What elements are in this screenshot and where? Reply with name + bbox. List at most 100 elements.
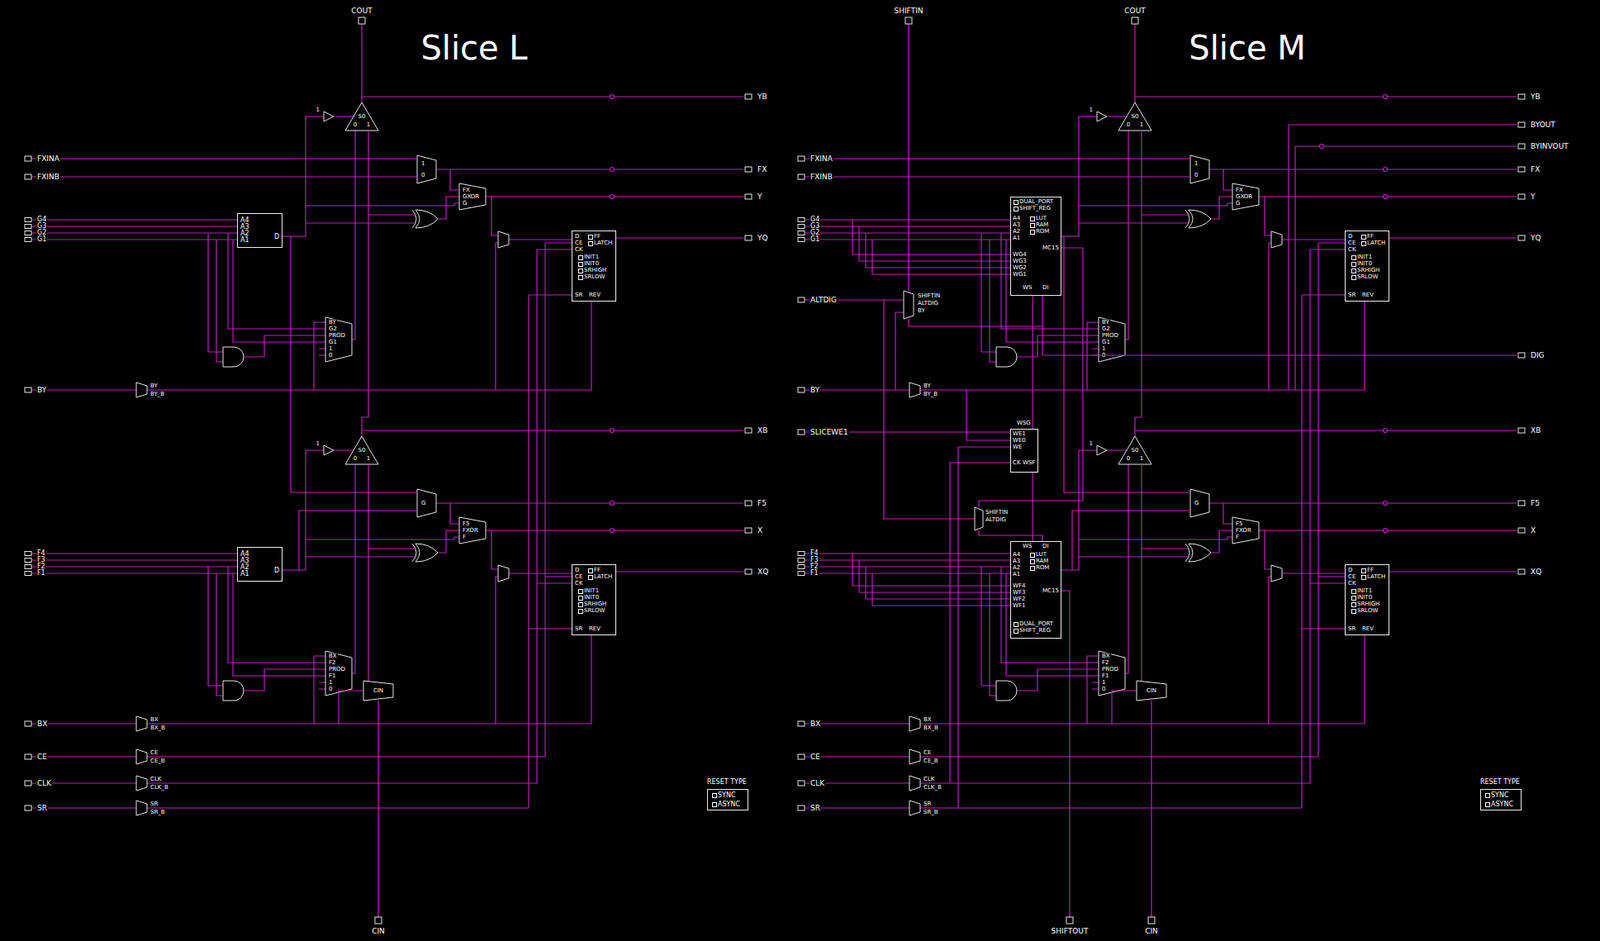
signal-label: 1 [420, 161, 426, 167]
schematic-art [1319, 144, 1325, 149]
pin-label: DUAL_PORT [1019, 621, 1054, 627]
pin-label: MC15 [1042, 245, 1059, 252]
pin-label: SR [1348, 292, 1356, 299]
schematic-art [1518, 122, 1525, 128]
pin-label: A2 [1012, 564, 1021, 571]
signal-label: 0 [1101, 352, 1107, 359]
signal-label: 1 [327, 679, 333, 686]
pin-label: A3 [240, 557, 250, 565]
schematic-art [1061, 124, 1517, 917]
pin-label: CE [1348, 574, 1356, 580]
pin-label: WF3 [1012, 589, 1026, 596]
schematic-art [1066, 916, 1073, 924]
schematic-art [24, 94, 752, 398]
pass-marker [1319, 144, 1325, 149]
signal-label: Y [756, 193, 764, 201]
schematic-art [24, 17, 546, 924]
wire [804, 23, 1517, 917]
signal-label: F5 [756, 499, 768, 508]
pin-label: CE [574, 574, 583, 580]
signal-label: CE [809, 753, 822, 761]
pin-label: A4 [240, 550, 250, 558]
pin-label: SR [574, 292, 583, 299]
slice-title: Slice L [419, 31, 528, 65]
signal-label: CLK [809, 779, 826, 788]
signal-label: FX [1234, 187, 1244, 194]
pin-label: A1 [240, 237, 250, 244]
pin-label: D [1348, 567, 1353, 574]
signal-label: F1 [1101, 673, 1110, 679]
pin-label: WG2 [1012, 265, 1027, 271]
signal-label: F2 [36, 563, 47, 570]
pin-label: MC15 [1042, 588, 1059, 594]
signal-label: X [1529, 527, 1537, 535]
pin-label: ROM [1035, 564, 1050, 571]
signal-label: F [461, 534, 467, 541]
signal-label: 0 [352, 122, 358, 129]
pin-label: D [1348, 233, 1353, 240]
signal-label: G2 [327, 326, 338, 333]
signal-label: PROD [327, 332, 347, 339]
signal-label: 1 [1101, 679, 1107, 686]
signal-label: CE [922, 750, 932, 756]
pin-label: D [574, 567, 580, 574]
pin-label: CK [574, 246, 583, 253]
pin-label: CK [1348, 580, 1356, 587]
pin-label: REV [588, 292, 601, 299]
signal-label: BX [1101, 653, 1111, 660]
flip-flop-box: DCECKFFLATCHINIT1INIT0SRHIGHSRLOWSRREV [1344, 230, 1390, 302]
signal-label: 1 [1088, 107, 1094, 114]
signal-label: G [1193, 500, 1200, 507]
signal-label: BYINVOUT [1529, 142, 1570, 151]
pin-label: FF [1367, 233, 1374, 240]
signal-label: SR [149, 801, 159, 808]
signal-label: 0 [1125, 455, 1131, 462]
signal-label: SR [809, 804, 822, 812]
slice-m-extra-wiring [797, 17, 1525, 924]
signal-label: F [1234, 534, 1240, 541]
pin-label: FF [593, 567, 601, 574]
pin-label: SR [1348, 626, 1356, 632]
signal-label: BX [809, 720, 822, 728]
signal-label: XQ [1529, 568, 1543, 576]
signal-label: S0 [357, 113, 367, 120]
pin-label: LATCH [1367, 240, 1386, 247]
pin-label: WSF [1022, 460, 1036, 466]
signal-label: YQ [1529, 234, 1543, 243]
signal-label: 1 [1193, 161, 1199, 167]
signal-label: F4 [36, 550, 47, 557]
signal-label: SR [922, 801, 932, 808]
schematic-art [905, 17, 912, 24]
signal-label: SHIFTIN [916, 293, 941, 300]
pin-label: DI [1042, 284, 1049, 291]
pin-label: A1 [1012, 235, 1021, 242]
signal-label: BX_B [149, 725, 167, 732]
signal-label: CE [36, 753, 48, 761]
signal-label: F1 [36, 569, 47, 577]
signal-label: G3 [809, 223, 821, 230]
pin-label: WS [1022, 543, 1032, 550]
pin-label: INIT0 [583, 594, 599, 601]
signal-label: ALTDIG [984, 517, 1007, 523]
signal-label: BY [1101, 319, 1111, 326]
pin-label: SHIFT_REG [1019, 205, 1051, 212]
signal-label: YQ [756, 234, 770, 243]
signal-label: CLK [149, 776, 162, 783]
flip-flop-box: DCECKFFLATCHINIT1INIT0SRHIGHSRLOWSRREV [1344, 564, 1390, 636]
signal-label: FXINA [36, 155, 61, 163]
pin-label: SRHIGH [583, 267, 607, 274]
lut-ram-box: WSDIA4A3A2A1LUTRAMROMWF4WF3WF2WF1MC15DUA… [1010, 541, 1062, 639]
signal-label: DIG [1529, 351, 1546, 360]
pin-label: REV [1362, 626, 1374, 632]
pin-label: WG1 [1012, 271, 1027, 278]
reset-type-box: RESET TYPESYNCASYNC [1480, 788, 1522, 811]
signal-label: ALTDIG [809, 296, 838, 304]
pin-label: WF1 [1012, 602, 1026, 609]
signal-label: PROD [1101, 666, 1120, 673]
signal-label: YB [1529, 93, 1542, 101]
pin-label: LATCH [1367, 574, 1386, 580]
signal-label: BY [916, 308, 926, 314]
pin-label: D [274, 567, 280, 575]
signal-label: BX [922, 716, 933, 723]
